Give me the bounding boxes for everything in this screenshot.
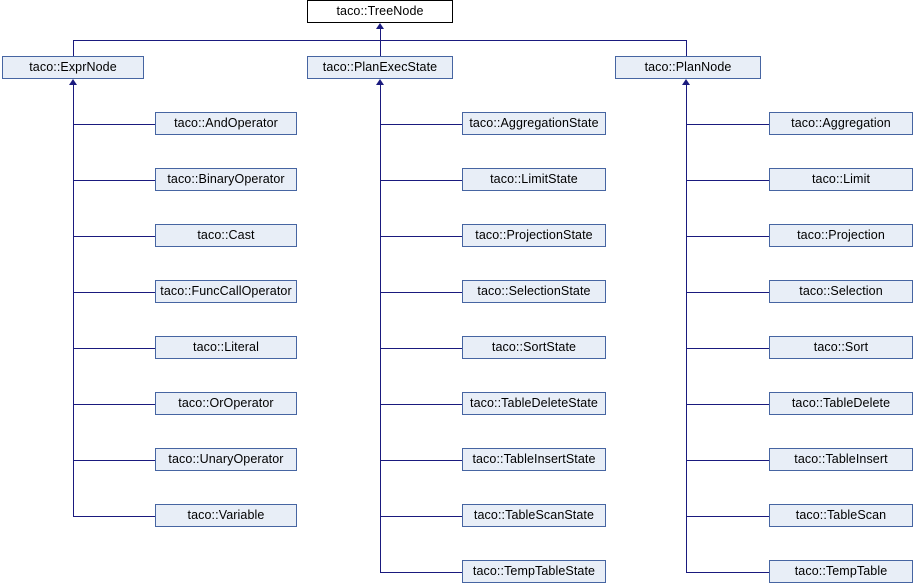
class-name-label: taco::AndOperator	[174, 116, 278, 131]
edge-branch-1-7	[380, 515, 462, 517]
edge-base-stem-2	[686, 40, 687, 56]
edge-branch-1-8	[380, 571, 462, 573]
edge-trunk-col-1	[380, 85, 381, 572]
class-box-0-4[interactable]: taco::Literal	[155, 336, 297, 359]
class-name-label: taco::TableInsertState	[472, 452, 596, 467]
edge-branch-2-0	[686, 123, 769, 125]
class-box-0-1[interactable]: taco::BinaryOperator	[155, 168, 297, 191]
class-name-label: taco::TempTableState	[472, 564, 596, 579]
class-box-2-4[interactable]: taco::Sort	[769, 336, 913, 359]
class-box-2-5[interactable]: taco::TableDelete	[769, 392, 913, 415]
class-box-1-4[interactable]: taco::SortState	[462, 336, 606, 359]
class-name-label: taco::OrOperator	[178, 396, 274, 411]
edge-trunk-col-0	[73, 85, 74, 516]
class-name-label: taco::TempTable	[794, 564, 888, 579]
class-box-1-0[interactable]: taco::AggregationState	[462, 112, 606, 135]
edge-branch-0-7	[73, 515, 155, 517]
inheritance-arrow-base-1	[376, 79, 384, 85]
edge-branch-0-2	[73, 235, 155, 237]
class-box-root[interactable]: taco::TreeNode	[307, 0, 453, 23]
edge-trunk-col-2	[686, 85, 687, 572]
class-box-2-1[interactable]: taco::Limit	[769, 168, 913, 191]
class-box-2-2[interactable]: taco::Projection	[769, 224, 913, 247]
edge-branch-1-0	[380, 123, 462, 125]
class-box-0-7[interactable]: taco::Variable	[155, 504, 297, 527]
edge-root-stem	[380, 29, 381, 40]
edge-branch-2-7	[686, 515, 769, 517]
class-box-1-7[interactable]: taco::TableScanState	[462, 504, 606, 527]
edge-branch-0-3	[73, 291, 155, 293]
edge-branch-1-2	[380, 235, 462, 237]
class-name-label: taco::TableScanState	[473, 508, 595, 523]
edge-branch-0-5	[73, 403, 155, 405]
class-name-label: taco::Variable	[187, 508, 265, 523]
class-box-base-2[interactable]: taco::PlanNode	[615, 56, 761, 79]
inheritance-arrow-root	[376, 23, 384, 29]
class-name-label: taco::PlanNode	[644, 60, 732, 75]
class-name-label: taco::UnaryOperator	[168, 452, 284, 467]
edge-branch-2-5	[686, 403, 769, 405]
edge-base-stem-0	[73, 40, 74, 56]
edge-branch-2-6	[686, 459, 769, 461]
class-box-2-0[interactable]: taco::Aggregation	[769, 112, 913, 135]
class-name-label: taco::Aggregation	[791, 116, 891, 131]
class-name-label: taco::Sort	[813, 340, 869, 355]
inheritance-arrow-base-0	[69, 79, 77, 85]
edge-branch-0-6	[73, 459, 155, 461]
edge-base-stem-1	[380, 40, 381, 56]
class-name-label: taco::AggregationState	[469, 116, 599, 131]
edge-branch-1-3	[380, 291, 462, 293]
class-box-base-1[interactable]: taco::PlanExecState	[307, 56, 453, 79]
class-name-label: taco::PlanExecState	[322, 60, 438, 75]
edge-branch-1-5	[380, 403, 462, 405]
class-name-label: taco::SelectionState	[477, 284, 591, 299]
edge-branch-1-1	[380, 179, 462, 181]
class-box-0-0[interactable]: taco::AndOperator	[155, 112, 297, 135]
class-name-label: taco::Limit	[811, 172, 871, 187]
class-name-label: taco::LimitState	[490, 172, 578, 187]
class-name-label: taco::Projection	[797, 228, 885, 243]
class-box-2-8[interactable]: taco::TempTable	[769, 560, 913, 583]
class-box-1-3[interactable]: taco::SelectionState	[462, 280, 606, 303]
edge-branch-2-2	[686, 235, 769, 237]
class-name-label: taco::Literal	[193, 340, 259, 355]
edge-branch-0-0	[73, 123, 155, 125]
class-name-label: taco::TreeNode	[336, 4, 424, 19]
edge-branch-0-4	[73, 347, 155, 349]
class-name-label: taco::ProjectionState	[475, 228, 593, 243]
edge-branch-2-8	[686, 571, 769, 573]
class-box-2-6[interactable]: taco::TableInsert	[769, 448, 913, 471]
class-box-2-3[interactable]: taco::Selection	[769, 280, 913, 303]
class-name-label: taco::ExprNode	[29, 60, 117, 75]
class-name-label: taco::TableInsert	[794, 452, 888, 467]
edge-branch-2-4	[686, 347, 769, 349]
edge-branch-2-1	[686, 179, 769, 181]
class-box-1-6[interactable]: taco::TableInsertState	[462, 448, 606, 471]
class-name-label: taco::TableScan	[795, 508, 887, 523]
class-box-0-6[interactable]: taco::UnaryOperator	[155, 448, 297, 471]
class-box-2-7[interactable]: taco::TableScan	[769, 504, 913, 527]
edge-branch-1-6	[380, 459, 462, 461]
edge-branch-0-1	[73, 179, 155, 181]
edge-branch-2-3	[686, 291, 769, 293]
class-box-0-5[interactable]: taco::OrOperator	[155, 392, 297, 415]
class-name-label: taco::TableDelete	[791, 396, 891, 411]
class-box-base-0[interactable]: taco::ExprNode	[2, 56, 144, 79]
class-name-label: taco::SortState	[491, 340, 577, 355]
class-box-1-1[interactable]: taco::LimitState	[462, 168, 606, 191]
edge-branch-1-4	[380, 347, 462, 349]
class-box-1-2[interactable]: taco::ProjectionState	[462, 224, 606, 247]
inheritance-bus-line	[73, 40, 686, 41]
class-name-label: taco::Cast	[197, 228, 255, 243]
class-box-1-8[interactable]: taco::TempTableState	[462, 560, 606, 583]
class-name-label: taco::TableDeleteState	[470, 396, 598, 411]
class-box-1-5[interactable]: taco::TableDeleteState	[462, 392, 606, 415]
class-name-label: taco::Selection	[799, 284, 883, 299]
class-name-label: taco::FuncCallOperator	[160, 284, 292, 299]
class-box-0-2[interactable]: taco::Cast	[155, 224, 297, 247]
inheritance-arrow-base-2	[682, 79, 690, 85]
class-box-0-3[interactable]: taco::FuncCallOperator	[155, 280, 297, 303]
class-name-label: taco::BinaryOperator	[167, 172, 285, 187]
